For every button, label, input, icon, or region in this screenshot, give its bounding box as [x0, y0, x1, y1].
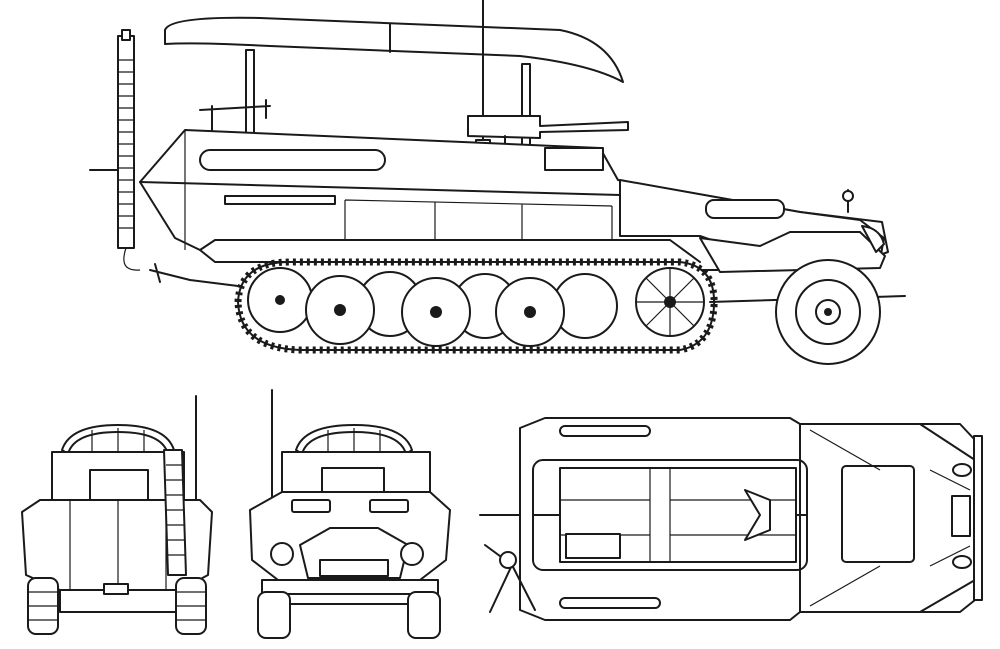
front-wheel-right: [407, 591, 441, 639]
sprocket-hub: [664, 296, 676, 308]
front-wheel-left: [257, 591, 291, 639]
rear-ladder-rungs: [166, 464, 185, 556]
radiator-grille: [319, 559, 389, 577]
rear-frame-ribs: [91, 428, 145, 452]
mast-cable: [123, 247, 141, 271]
front-wheel-center: [824, 308, 832, 316]
cupola: [544, 147, 604, 171]
hull-lower-edge: [199, 239, 701, 263]
machine-gun: [467, 115, 629, 139]
top-side-stowage-left: [559, 425, 651, 437]
rear-mast-cap: [121, 29, 131, 41]
road-wheels: [247, 267, 618, 347]
rear-view: [21, 395, 213, 635]
side-bracket: [199, 99, 271, 131]
rear-hatch: [89, 469, 149, 501]
front-view: [249, 389, 451, 639]
headlight-right: [400, 542, 424, 566]
top-view: [479, 417, 983, 621]
road-wheel-hub: [275, 295, 285, 305]
rear-track-treads: [28, 591, 206, 621]
road-wheel-hub: [334, 304, 346, 316]
side-view: [89, 0, 906, 365]
track-links: [234, 258, 718, 354]
road-wheel-hub: [524, 306, 536, 318]
front-frame-ribs: [327, 428, 381, 452]
top-headlight-right: [952, 555, 972, 569]
front-bumper: [261, 579, 439, 595]
tow-pintle: [103, 583, 129, 595]
top-compartment-divisions: [560, 468, 796, 562]
top-antenna-mount: [499, 551, 517, 569]
grille: [861, 225, 885, 253]
vision-slit-left: [291, 499, 331, 513]
hull-panel-lines: [184, 130, 613, 250]
top-headlight-left: [952, 463, 972, 477]
driver-hatch: [321, 467, 385, 493]
headlight: [842, 190, 854, 202]
top-grille: [951, 495, 971, 537]
top-side-stowage-right: [559, 597, 661, 609]
vision-slit-right: [369, 499, 409, 513]
top-front-bumper: [973, 435, 983, 601]
top-hood-braces: [809, 429, 971, 607]
top-antenna-base: [479, 514, 536, 613]
hull-chine-line: [139, 181, 621, 196]
hood-vision-port: [705, 199, 785, 219]
rear-mast-ribs: [118, 59, 134, 229]
top-mg-shield: [744, 489, 771, 541]
top-radio-set: [565, 533, 621, 559]
frame-antenna-roof: [164, 16, 624, 83]
top-hood-hatch: [841, 465, 915, 563]
road-wheel-hub: [430, 306, 442, 318]
rear-stowage-ladder: [163, 449, 187, 576]
side-stowage-rail: [224, 195, 336, 205]
side-stowage-tube: [199, 149, 386, 171]
headlight-left: [270, 542, 294, 566]
tow-hook: [149, 263, 239, 287]
